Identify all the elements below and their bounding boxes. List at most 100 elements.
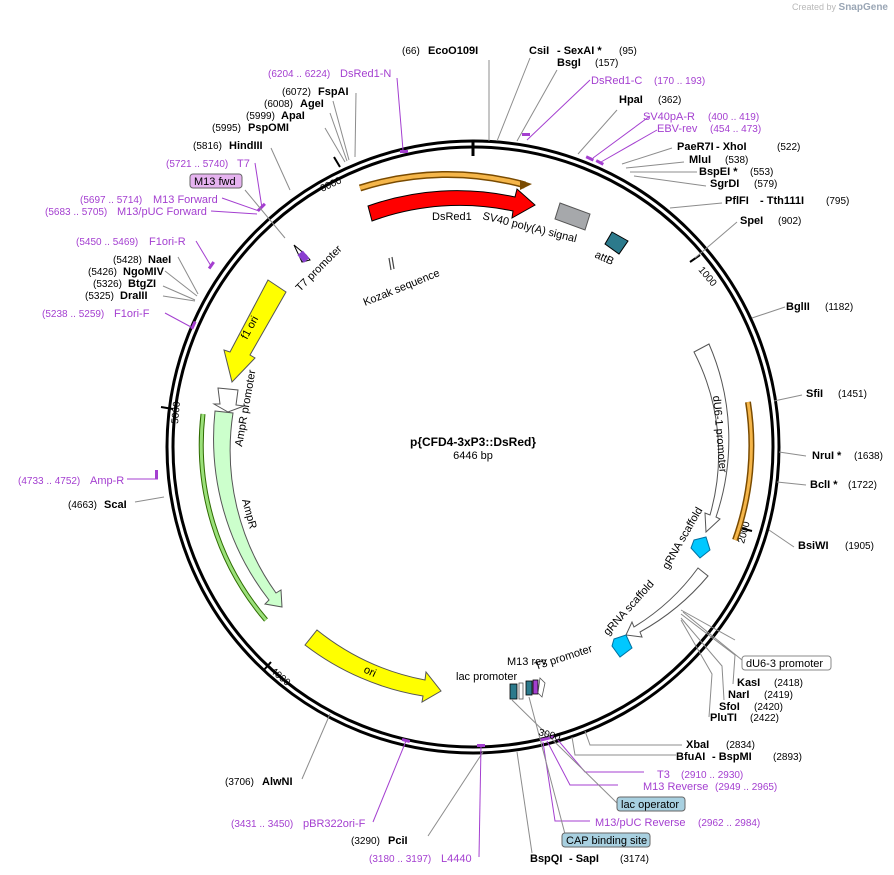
ngomiv-name: NgoMIV	[123, 266, 165, 278]
tick-5000: 5000	[170, 401, 183, 425]
boxed-labels: M13 fwd dU6-3 promoter lac operator CAP …	[189, 173, 832, 848]
t3-name: T3	[657, 769, 670, 781]
bfuai-pos: (2893)	[773, 752, 802, 763]
pspomi-name: PspOMI	[248, 122, 289, 134]
amp-r-name: Amp-R	[90, 475, 124, 487]
attb-feature[interactable]	[604, 231, 629, 255]
sv40pa-r-pos: (400 .. 419)	[708, 112, 759, 123]
pcii-pos: (3290)	[351, 836, 380, 847]
bglii-pos: (1182)	[825, 302, 853, 313]
nrui-name: NruI *	[812, 450, 842, 462]
hindiii-name: HindIII	[229, 140, 263, 152]
t7-pos: (5721 .. 5740)	[166, 159, 228, 170]
tick-6000: 6000	[319, 175, 344, 195]
btgzi-pos: (5326)	[93, 279, 122, 290]
csii-pos: (95)	[619, 46, 637, 57]
ori-label: ori	[362, 664, 378, 680]
credit-text: Created by	[791, 2, 837, 12]
mlui-pos: (538)	[725, 155, 748, 166]
m13-forward-name: M13 Forward	[153, 194, 218, 206]
alwni-name: AlwNI	[262, 776, 293, 788]
naei-pos: (5428)	[113, 255, 142, 266]
hpai-pos: (362)	[658, 95, 681, 106]
ebv-rev-pos: (454 .. 473)	[710, 124, 761, 135]
ori-feature[interactable]	[304, 629, 442, 703]
m13-rev-feature[interactable]	[532, 679, 539, 695]
dsred1-n-pos: (6204 .. 6224)	[268, 69, 330, 80]
sgrdi-name: SgrDI	[710, 178, 739, 190]
du6-3-box	[741, 655, 832, 671]
sexai-name: - SexAI *	[557, 45, 602, 57]
hindiii-pos: (5816)	[193, 141, 222, 152]
bsiwi-name: BsiWI	[798, 540, 829, 552]
dsred1-feature[interactable]	[367, 188, 536, 222]
m13-puc-forward-pos: (5683 .. 5705)	[45, 207, 107, 218]
sv40pa-r-name: SV40pA-R	[643, 111, 695, 123]
kasi-name: KasI	[737, 677, 760, 689]
bcli-pos: (1722)	[848, 480, 877, 491]
tth111i-name: - Tth111I	[760, 195, 804, 207]
bglii-name: BglII	[786, 301, 810, 313]
grna-scaffold-2-feature[interactable]	[611, 634, 633, 658]
ampr-promoter-feature[interactable]	[212, 387, 245, 413]
m13-reverse-name: M13 Reverse	[643, 781, 708, 793]
amp-r-pos: (4733 .. 4752)	[18, 476, 80, 487]
m13-reverse-pos: (2949 .. 2965)	[715, 782, 777, 793]
bfuai-name: BfuAI	[676, 751, 705, 763]
spei-pos: (902)	[778, 216, 801, 227]
dsred1-c-name: DsRed1-C	[591, 75, 642, 87]
t3-promoter-feature[interactable]	[537, 677, 546, 698]
dsred1-label: DsRed1	[432, 211, 472, 223]
hpai-name: HpaI	[619, 94, 643, 106]
nari-name: NarI	[728, 689, 749, 701]
pflfi-pos: (795)	[826, 196, 849, 207]
draiii-pos: (5325)	[85, 291, 114, 302]
scai-pos: (4663)	[68, 500, 97, 511]
primer-marks	[155, 133, 605, 747]
bspei-pos: (553)	[750, 167, 773, 178]
cap-binding-label: CAP binding site	[566, 835, 647, 847]
enzyme-lines	[134, 57, 807, 854]
sgrdi-pos: (579)	[754, 179, 777, 190]
t3-promoter-label: T3 promoter	[533, 643, 594, 673]
enzyme-labels: (66) EcoO109I CsiI - SexAI * (95) BsgI (…	[68, 45, 883, 865]
sapi-name: - SapI	[569, 853, 599, 865]
lac-operator-feature[interactable]	[509, 683, 518, 700]
pbr322ori-f-pos: (3431 .. 3450)	[231, 819, 293, 830]
lac-promoter-feature[interactable]	[518, 682, 524, 700]
bspqi-pos: (3174)	[620, 854, 649, 865]
pbr322ori-f-name: pBR322ori-F	[303, 818, 366, 830]
du6-1-promoter-feature[interactable]	[693, 343, 730, 534]
f1ori-f-pos: (5238 .. 5259)	[42, 309, 104, 320]
pcii-name: PciI	[388, 835, 408, 847]
nari-pos: (2419)	[764, 690, 793, 701]
ampr-green-track	[199, 413, 268, 621]
sv40-polya-feature[interactable]	[554, 202, 591, 231]
sfoi-name: SfoI	[719, 701, 740, 713]
scai-name: ScaI	[104, 499, 127, 511]
du6-3-label: dU6-3 promoter	[746, 658, 823, 670]
pluti-pos: (2422)	[750, 713, 779, 724]
cap-binding-box	[561, 832, 651, 848]
grna-scaffold-1-feature[interactable]	[690, 536, 711, 559]
f1ori-f-name: F1ori-F	[114, 308, 150, 320]
t7-name: T7	[237, 158, 250, 170]
ampr-feature[interactable]	[213, 410, 283, 608]
fspai-name: FspAI	[318, 86, 349, 98]
cap-site-feature[interactable]	[525, 680, 533, 696]
m13-forward-pos: (5697 .. 5714)	[80, 195, 142, 206]
f1-ori-feature[interactable]	[223, 279, 287, 383]
bsgi-pos: (157)	[595, 58, 618, 69]
m13-puc-reverse-pos: (2962 .. 2984)	[698, 818, 760, 829]
ecoo109i-pos: (66)	[402, 46, 420, 57]
bsgi-name: BsgI	[557, 57, 581, 69]
orange-track-right	[733, 401, 753, 541]
lac-operator-label: lac operator	[621, 799, 679, 811]
bspqi-name: BspQI	[530, 853, 562, 865]
l4440-pos: (3180 .. 3197)	[369, 854, 431, 865]
ngomiv-pos: (5426)	[88, 267, 117, 278]
xbai-name: XbaI	[686, 739, 709, 751]
ebv-rev-name: EBV-rev	[657, 123, 698, 135]
plasmid-length: 6446 bp	[453, 450, 493, 462]
